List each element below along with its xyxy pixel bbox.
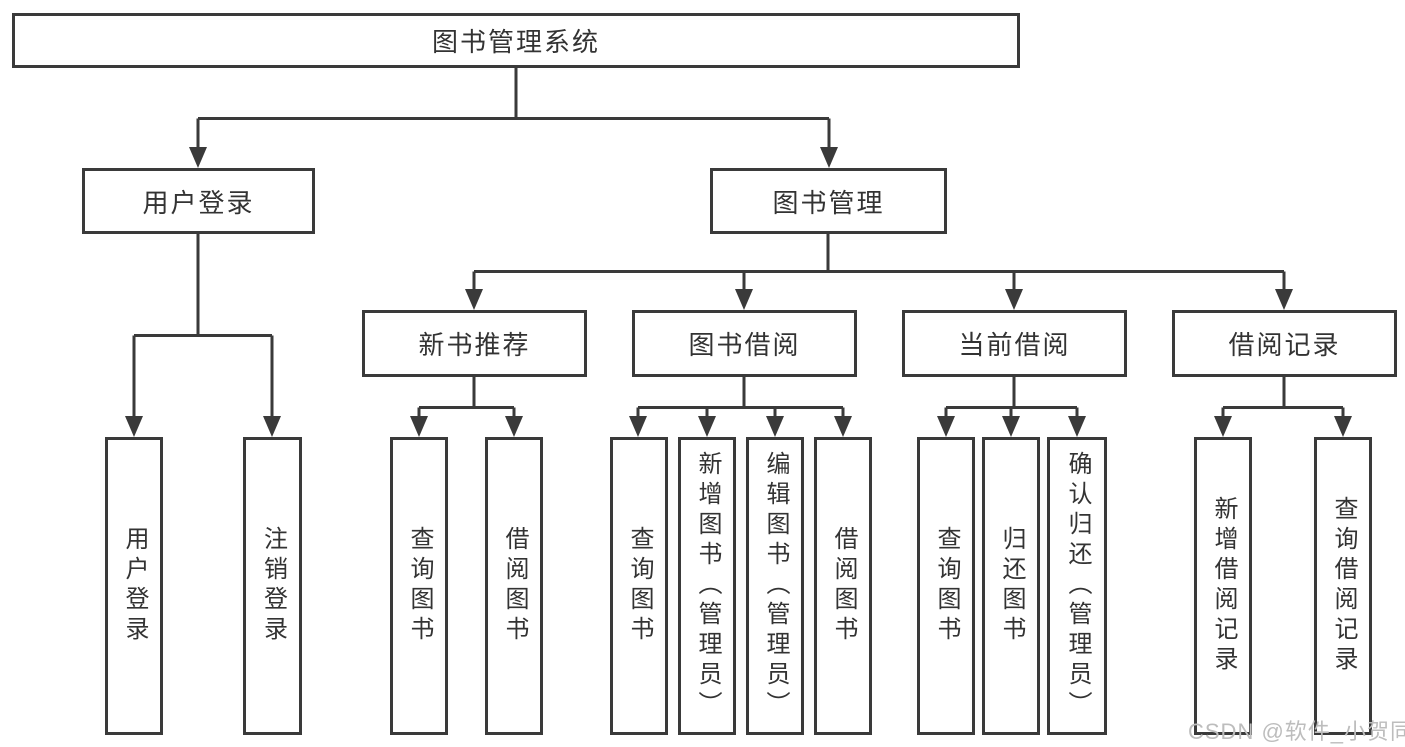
- node-root-label: 图书管理系统: [431, 27, 600, 57]
- arrowhead: [1214, 416, 1232, 437]
- leaf-current-query-books: 查询图书: [917, 437, 975, 735]
- leaf-label: 查询图书: [933, 526, 960, 646]
- node-current-borrow-label: 当前借阅: [958, 330, 1071, 360]
- arrowhead: [735, 289, 753, 310]
- node-borrow-records: 借阅记录: [1172, 310, 1397, 377]
- edge-recommend-split: [417, 377, 516, 421]
- arrowhead: [1068, 416, 1086, 437]
- leaf-label: 借阅图书: [501, 526, 528, 646]
- leaf-return-books: 归还图书: [982, 437, 1040, 735]
- arrowhead: [1002, 416, 1020, 437]
- leaf-recommend-query-books: 查询图书: [390, 437, 448, 735]
- edge-borrow-split: [636, 377, 845, 421]
- leaf-label: 查询图书: [406, 526, 433, 646]
- leaf-recommend-borrow-books: 借阅图书: [485, 437, 543, 735]
- edge-records-split: [1221, 377, 1345, 421]
- leaf-confirm-return-admin: 确认归还（管理员）: [1047, 437, 1107, 735]
- node-new-book-recommend: 新书推荐: [362, 310, 587, 377]
- edge-book-mgmt-split: [472, 234, 1286, 293]
- arrowhead: [505, 416, 523, 437]
- watermark: CSDN @软件_小贺同学: [1188, 719, 1405, 744]
- edge-user-login-split: [132, 234, 274, 420]
- leaf-label: 查询图书: [626, 526, 653, 646]
- node-book-borrow: 图书借阅: [632, 310, 857, 377]
- node-user-login: 用户登录: [82, 168, 315, 234]
- node-user-login-label: 用户登录: [142, 187, 255, 218]
- leaf-add-borrow-record: 新增借阅记录: [1194, 437, 1252, 735]
- leaf-label: 归还图书: [998, 526, 1025, 646]
- arrowhead: [698, 416, 716, 437]
- arrowhead: [410, 416, 428, 437]
- node-book-borrow-label: 图书借阅: [688, 330, 801, 360]
- leaf-label: 编辑图书（管理员）: [762, 451, 789, 721]
- leaf-label: 查询借阅记录: [1330, 496, 1357, 676]
- leaf-label: 确认归还（管理员）: [1064, 451, 1091, 721]
- arrowhead: [1334, 416, 1352, 437]
- node-book-management-label: 图书管理: [772, 187, 885, 218]
- leaf-borrow-books: 借阅图书: [814, 437, 872, 735]
- leaf-add-books-admin: 新增图书（管理员）: [678, 437, 736, 735]
- arrowhead: [937, 416, 955, 437]
- arrowhead: [465, 289, 483, 310]
- node-current-borrow: 当前借阅: [902, 310, 1127, 377]
- arrowhead: [766, 416, 784, 437]
- leaf-label: 新增借阅记录: [1210, 496, 1237, 676]
- leaf-user-login-label: 用户登录: [121, 526, 148, 646]
- leaf-edit-books-admin: 编辑图书（管理员）: [746, 437, 804, 735]
- leaf-label: 新增图书（管理员）: [694, 451, 721, 721]
- node-new-book-recommend-label: 新书推荐: [418, 330, 531, 360]
- node-borrow-records-label: 借阅记录: [1228, 330, 1341, 360]
- leaf-borrow-query-books: 查询图书: [610, 437, 668, 735]
- arrowhead: [834, 416, 852, 437]
- leaf-logout: 注销登录: [243, 437, 302, 735]
- leaf-user-login: 用户登录: [105, 437, 163, 735]
- arrowhead: [1275, 289, 1293, 310]
- leaf-label: 借阅图书: [830, 526, 857, 646]
- edge-root-split: [196, 68, 831, 151]
- node-root: 图书管理系统: [12, 13, 1020, 68]
- arrowhead: [189, 147, 207, 168]
- arrowhead: [820, 147, 838, 168]
- arrowhead: [629, 416, 647, 437]
- node-book-management: 图书管理: [710, 168, 947, 234]
- leaf-logout-label: 注销登录: [259, 526, 287, 646]
- arrowhead: [125, 416, 143, 437]
- edge-current-split: [944, 377, 1079, 421]
- arrowhead: [263, 416, 281, 437]
- leaf-query-borrow-record: 查询借阅记录: [1314, 437, 1372, 735]
- arrowhead: [1005, 289, 1023, 310]
